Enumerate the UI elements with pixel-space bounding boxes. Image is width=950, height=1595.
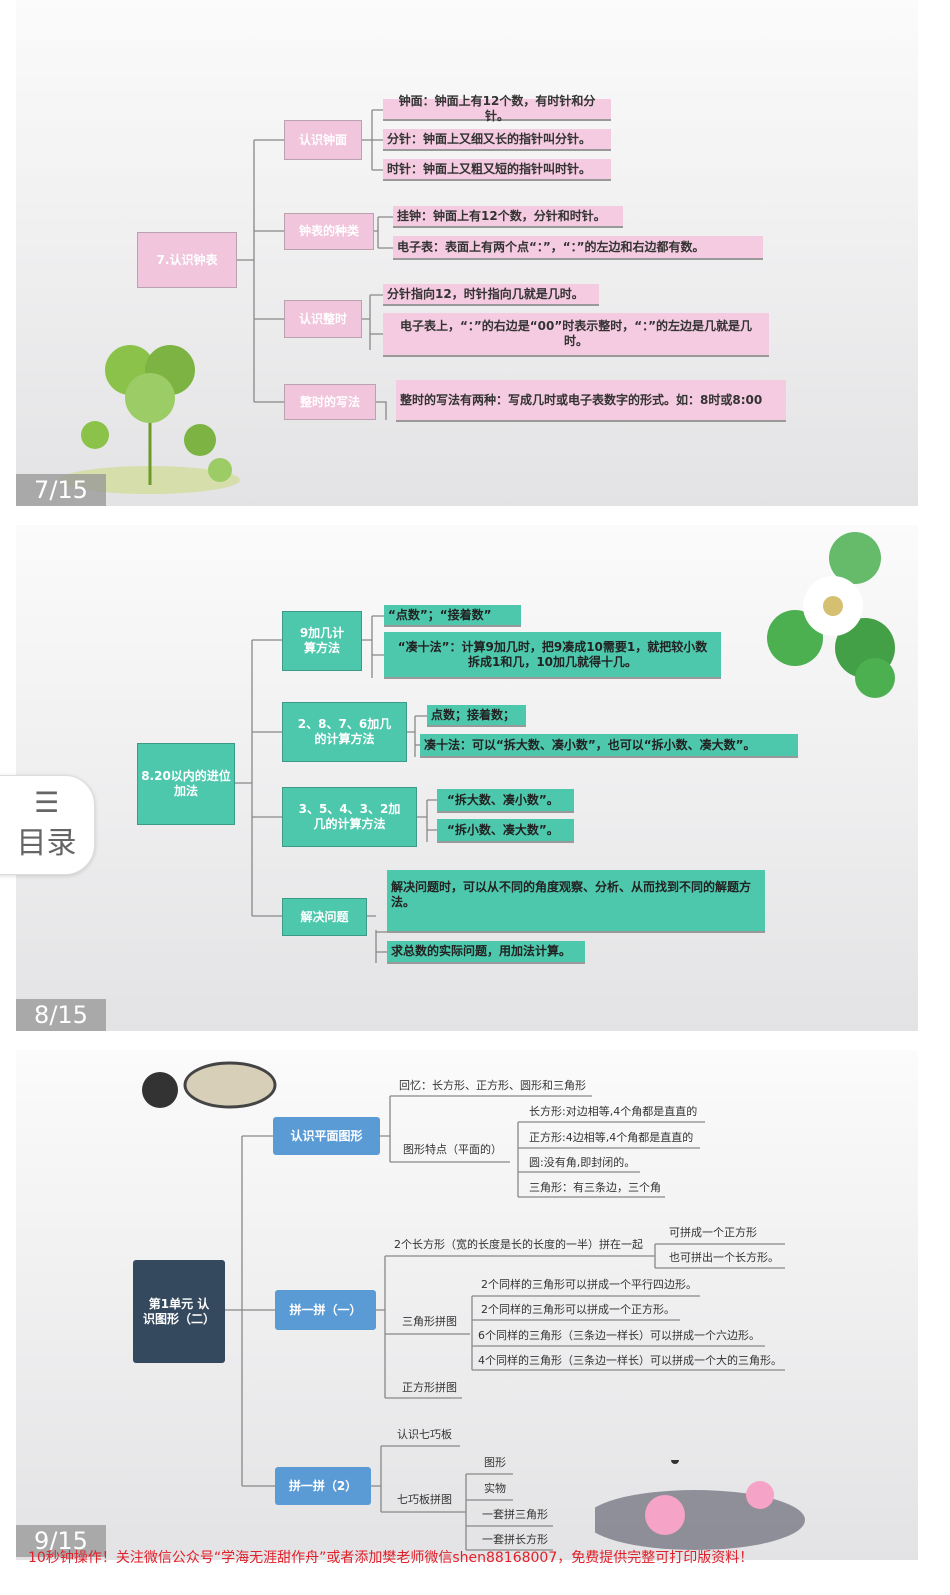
branch-node: 3、5、4、3、2加几的计算方法 xyxy=(282,787,417,847)
page-indicator: 9/15 xyxy=(16,1525,106,1557)
text-node: 4个同样的三角形（三条边一样长）可以拼成一个大的三角形。 xyxy=(478,1353,782,1367)
leaf-node: 电子表：表面上有两个点“：”，“：”的左边和右边都有数。 xyxy=(393,236,763,260)
text-node: 2个同样的三角形可以拼成一个正方形。 xyxy=(481,1302,675,1316)
toc-label: 目录 xyxy=(16,826,77,861)
leaf-node: 钟面：钟面上有12个数，有时针和分针。 xyxy=(383,94,611,123)
table-of-contents-button[interactable]: ☰ 目录 xyxy=(0,775,95,875)
leaf-node: 分针指向12，时针指向几就是几时。 xyxy=(383,284,599,306)
page-indicator: 7/15 xyxy=(16,474,106,506)
text-node: 回忆：长方形、正方形、圆形和三角形 xyxy=(399,1078,586,1092)
text-node: 一套拼长方形 xyxy=(482,1532,548,1546)
text-node: 三角形：有三条边，三个角 xyxy=(529,1180,661,1194)
branch-node: 9加几计算方法 xyxy=(282,611,362,671)
text-node: 也可拼出一个长方形。 xyxy=(669,1250,779,1264)
text-node: 2个长方形（宽的长度是长的长度的一半）拼在一起 xyxy=(394,1237,643,1251)
text-node: 图形 xyxy=(484,1455,506,1469)
branch-node: 整时的写法 xyxy=(284,384,376,420)
branch-node: 认识钟面 xyxy=(284,120,362,160)
root-node: 8.20以内的进位加法 xyxy=(137,743,235,825)
root-node: 第1单元 认识图形（二） xyxy=(133,1260,225,1363)
leaf-node: 时针：钟面上又粗又短的指针叫时针。 xyxy=(383,159,611,181)
promo-footer-text: 10秒钟操作！关注微信公众号“学海无涯甜作舟”或者添加樊老师微信shen8816… xyxy=(28,1550,754,1566)
leaf-node: 整时的写法有两种：写成几时或电子表数字的形式。如：8时或8:00 xyxy=(396,380,786,422)
ink-lotus-illustration xyxy=(142,1061,277,1109)
text-node: 一套拼三角形 xyxy=(482,1507,548,1521)
text-node: 6个同样的三角形（三条边一样长）可以拼成一个六边形。 xyxy=(478,1328,760,1342)
text-node: 正方形:4边相等,4个角都是直直的 xyxy=(529,1130,694,1144)
leaf-node: 分针：钟面上又细又长的指针叫分针。 xyxy=(383,129,611,151)
text-node: 长方形:对边相等,4个角都是直直的 xyxy=(529,1104,698,1118)
branch-node: 拼一拼（2） xyxy=(275,1467,371,1505)
branch-node: 拼一拼（一） xyxy=(275,1290,376,1330)
branch-node: 2、8、7、6加几的计算方法 xyxy=(282,702,407,762)
leaf-node: 解决问题时，可以从不同的角度观察、分析、从而找到不同的解题方法。 xyxy=(387,870,765,933)
text-node: 认识七巧板 xyxy=(397,1427,452,1441)
branch-node: 认识整时 xyxy=(284,300,362,338)
leaf-node: “拆大数、凑小数”。 xyxy=(437,789,574,813)
leaf-node: “拆小数、凑大数”。 xyxy=(437,819,574,843)
leaf-node: 挂钟：钟面上有12个数，分针和时针。 xyxy=(393,206,623,228)
text-node: 图形特点（平面的） xyxy=(403,1142,502,1156)
text-node: 圆:没有角,即封闭的。 xyxy=(529,1155,636,1169)
clover-flower-illustration xyxy=(767,532,895,698)
list-icon: ☰ xyxy=(33,786,60,819)
ink-lotus-flower-illustration xyxy=(595,1460,805,1550)
text-node: 实物 xyxy=(484,1481,506,1495)
leaf-node: 电子表上，“：”的右边是“00”时表示整时，“：”的左边是几就是几时。 xyxy=(383,313,769,357)
branch-node: 钟表的种类 xyxy=(284,213,374,250)
branch-node: 解决问题 xyxy=(282,898,367,936)
text-node: 可拼成一个正方形 xyxy=(669,1225,757,1239)
leaf-node: 点数；接着数； xyxy=(427,705,526,727)
text-node: 七巧板拼图 xyxy=(397,1492,452,1506)
branch-node: 认识平面图形 xyxy=(273,1117,380,1155)
text-node: 三角形拼图 xyxy=(402,1314,457,1328)
text-node: 正方形拼图 xyxy=(402,1380,457,1394)
page-indicator: 8/15 xyxy=(16,999,106,1031)
clover-illustration xyxy=(60,345,240,494)
leaf-node: “凑十法”：计算9加几时，把9凑成10需要1，就把较小数拆成1和几，10加几就得… xyxy=(384,632,721,679)
leaf-node: 凑十法：可以“拆大数、凑小数”，也可以“拆小数、凑大数”。 xyxy=(420,734,798,758)
text-node: 2个同样的三角形可以拼成一个平行四边形。 xyxy=(481,1277,697,1291)
root-node: 7.认识钟表 xyxy=(137,232,237,288)
leaf-node: “点数”；“接着数” xyxy=(384,605,521,627)
leaf-node: 求总数的实际问题，用加法计算。 xyxy=(387,941,585,964)
